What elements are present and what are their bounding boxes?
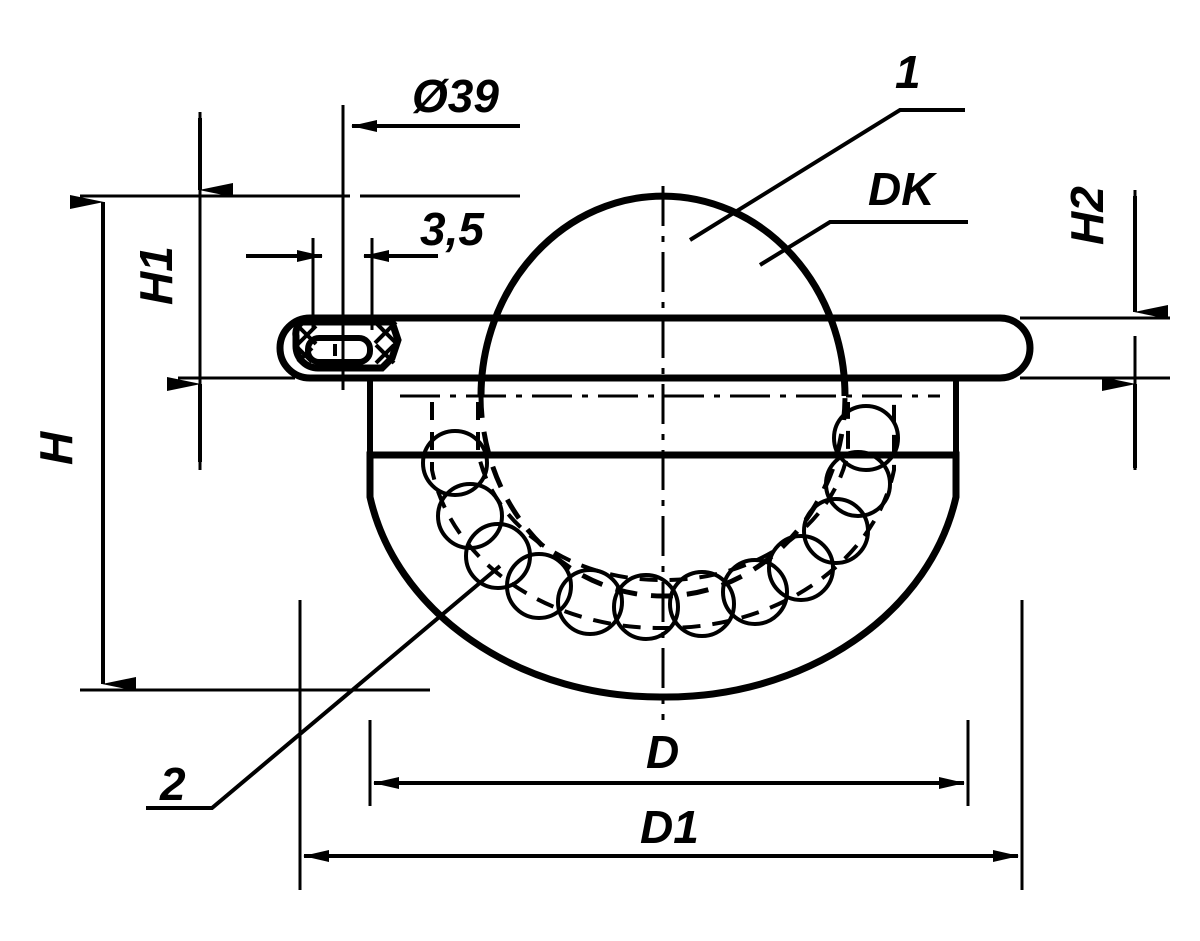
support-ball: [802, 497, 870, 565]
callout-DK-group: DK: [758, 163, 968, 267]
main-ball-upper-arc: [477, 192, 849, 397]
dimension-dia39: Ø39: [351, 70, 520, 132]
callout-DK-leader: [758, 220, 968, 267]
housing-outer-profile: [366, 451, 960, 701]
housing-body: [366, 378, 960, 701]
dimension-label-DK: DK: [868, 163, 937, 215]
support-balls-group: [421, 404, 900, 641]
support-ball: [556, 568, 624, 636]
dimension-label-H: H: [30, 431, 82, 465]
seal-hatching: [296, 320, 398, 365]
support-ball: [767, 534, 835, 602]
support-ball: [505, 552, 573, 620]
support-ball: [832, 404, 900, 472]
support-ball: [421, 429, 489, 497]
dimension-H1: H1: [130, 118, 233, 462]
dimension-H: H: [30, 195, 136, 691]
flange-outline: [276, 314, 1034, 382]
support-ball: [668, 570, 736, 638]
seal-outline: [292, 318, 402, 372]
main-ball: [477, 192, 849, 599]
main-ball-lower-arc-hidden: [478, 395, 848, 599]
callout-1-leader: [688, 108, 965, 242]
dimension-D: D: [373, 726, 965, 789]
dimension-label-D1: D1: [640, 801, 699, 853]
dimension-label-H2: H2: [1061, 186, 1113, 245]
dimension-D1: D1: [303, 801, 1019, 862]
seal-lip-detail: [292, 318, 402, 372]
callout-2-group: 2: [146, 564, 502, 810]
callout-2-label: 2: [159, 758, 186, 810]
dimension-label-35: 3,5: [420, 203, 485, 255]
callout-2-leader: [146, 564, 502, 810]
dimension-label-D: D: [646, 726, 679, 778]
dimension-label-dia39: Ø39: [412, 70, 499, 122]
dimension-35: 3,5: [246, 203, 485, 262]
callout-1-group: 1: [688, 46, 965, 242]
support-ball: [612, 573, 680, 641]
support-ball: [721, 558, 789, 626]
flange-plate: [276, 314, 1034, 382]
support-ball: [824, 450, 892, 518]
dimension-H2: H2: [1061, 186, 1168, 468]
support-ball: [436, 482, 504, 550]
callout-1-label: 1: [895, 46, 921, 98]
dimension-label-H1: H1: [130, 246, 182, 305]
